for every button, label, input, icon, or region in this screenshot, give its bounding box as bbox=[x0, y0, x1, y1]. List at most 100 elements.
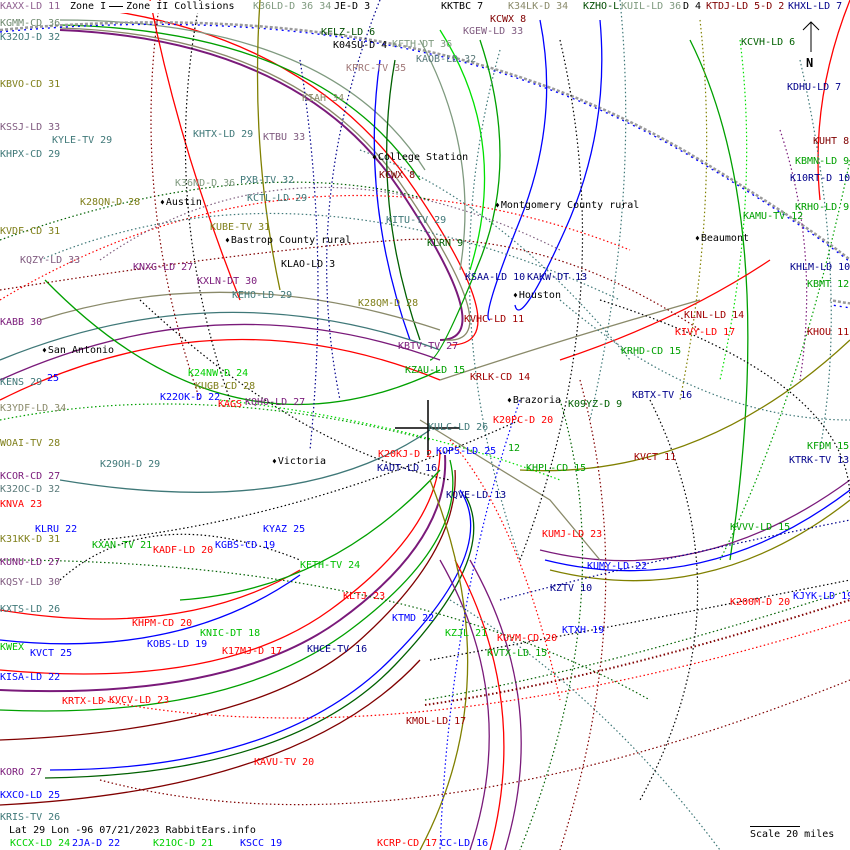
station-label: 12 bbox=[508, 443, 521, 454]
contour-line bbox=[519, 339, 850, 472]
contour-line bbox=[689, 39, 749, 561]
station-label: JE-D 3 bbox=[334, 1, 371, 12]
station-label: KLTJ 23 bbox=[343, 591, 386, 602]
station-label: KNVA 23 bbox=[0, 499, 43, 510]
station-label: KUBE-TV 31 bbox=[210, 222, 271, 233]
contour-line bbox=[424, 599, 850, 706]
station-label: KAMU-TV 12 bbox=[743, 211, 804, 222]
scale-label: Scale 20 miles bbox=[750, 829, 835, 840]
contour-line bbox=[99, 419, 521, 541]
station-label: KPRC-TV 35 bbox=[346, 63, 407, 74]
station-label: KZTV 10 bbox=[550, 583, 593, 594]
city-marker: San Antonio bbox=[42, 345, 114, 357]
contour-line bbox=[150, 0, 201, 401]
contour-line bbox=[0, 403, 431, 441]
contour-line bbox=[386, 59, 421, 341]
station-label: KULC-LD 26 bbox=[428, 422, 489, 433]
station-label: KRTX-LD bbox=[62, 696, 105, 707]
station-label: KLAO-LD 3 bbox=[281, 259, 336, 270]
station-label: KNXG-LD 27 bbox=[133, 262, 194, 273]
station-label: KUMY-LD 22 bbox=[587, 561, 648, 572]
station-label: K32OC-D 32 bbox=[0, 484, 61, 495]
contour-line bbox=[419, 419, 601, 561]
contour-line bbox=[0, 311, 441, 361]
station-label: KADT-LD 16 bbox=[377, 463, 438, 474]
station-label: KLNL-LD 14 bbox=[684, 310, 745, 321]
station-label: KFLZ-LD 6 bbox=[321, 27, 376, 38]
contour-line bbox=[799, 59, 832, 451]
station-label: KTMD 22 bbox=[392, 613, 435, 624]
contour-line bbox=[44, 279, 441, 406]
station-label: K28QN-D 28 bbox=[80, 197, 141, 208]
station-label: KFTH-DT 36 bbox=[392, 39, 453, 50]
station-label: KXCO-LD 25 bbox=[0, 790, 61, 801]
contour-line bbox=[439, 299, 701, 381]
station-label: K36LD-D 36 34 bbox=[253, 1, 332, 12]
station-label: KAGS bbox=[218, 399, 243, 410]
station-label: WOAI-TV 28 bbox=[0, 438, 61, 449]
contour-line bbox=[519, 39, 584, 561]
contour-line bbox=[779, 129, 808, 381]
station-label: K17MJ-D 17 bbox=[222, 646, 283, 657]
station-label: KSCC 19 bbox=[240, 838, 283, 849]
legend-zone2: Zone II Collisions bbox=[126, 1, 235, 12]
station-label: KBTV-TV 27 bbox=[398, 341, 459, 352]
station-label: KORO 27 bbox=[0, 767, 43, 778]
contour-line bbox=[299, 59, 319, 451]
station-label: KQVE-LD 13 bbox=[446, 490, 507, 501]
station-label: KADF-LD 20 bbox=[153, 545, 214, 556]
station-label: KBMN-LD 9 bbox=[795, 156, 850, 167]
station-label: KAVU-TV 20 bbox=[254, 757, 315, 768]
station-label: KOBS-LD 19 bbox=[147, 639, 208, 650]
station-label: KZJL 21 bbox=[445, 628, 488, 639]
station-label: KVDF-CD 31 bbox=[0, 226, 61, 237]
station-label: KISA-LD 22 bbox=[0, 672, 61, 683]
contour-line bbox=[139, 299, 451, 481]
station-label: KSSJ-LD 33 bbox=[0, 122, 61, 133]
city-marker: Montgomery County rural bbox=[495, 200, 639, 212]
contour-line bbox=[179, 469, 441, 601]
station-label: D 4 bbox=[683, 1, 702, 12]
station-label: KLRU 22 bbox=[35, 524, 78, 535]
contour-line bbox=[719, 39, 748, 381]
contour-line bbox=[0, 469, 456, 741]
center-crosshair bbox=[395, 400, 460, 455]
station-label: K28QM-D 28 bbox=[358, 298, 419, 309]
station-label: KTDJ-LD 5-D 2 bbox=[706, 1, 785, 12]
station-label: K29OH-D 29 bbox=[100, 459, 161, 470]
station-label: KITU-TV 29 bbox=[386, 215, 447, 226]
contour-line bbox=[0, 338, 441, 401]
station-label: KSAA-LD 10 bbox=[465, 272, 526, 283]
station-label: K21OC-D 21 bbox=[153, 838, 214, 849]
contour-line bbox=[326, 0, 381, 401]
contour-line bbox=[439, 559, 490, 850]
station-label: KZHO-L bbox=[583, 1, 620, 12]
contour-line bbox=[0, 574, 301, 645]
station-label: 2JA-D 22 bbox=[72, 838, 121, 849]
city-marker: College Station bbox=[372, 152, 468, 164]
contour-line bbox=[0, 454, 447, 693]
station-label: KZAU-LD 15 bbox=[405, 365, 466, 376]
station-label: KVHC-LD 11 bbox=[464, 314, 525, 325]
contour-line bbox=[0, 23, 850, 309]
station-label: KGMM-CD 36 bbox=[0, 18, 61, 29]
station-label: KHTX-LD 29 bbox=[193, 129, 254, 140]
station-label: KHLM-LD 10 bbox=[790, 262, 850, 273]
station-label: KXAN-TV 21 bbox=[92, 540, 153, 551]
contour-line bbox=[373, 59, 411, 341]
station-label: KNIC-DT 18 bbox=[200, 628, 261, 639]
city-marker: Austin bbox=[160, 197, 202, 209]
station-label: KBMT 12 bbox=[807, 279, 850, 290]
contour-line bbox=[0, 194, 631, 301]
contour-line bbox=[0, 449, 441, 675]
station-label: KRIS-TV 26 bbox=[0, 812, 61, 823]
contour-line bbox=[514, 19, 603, 311]
station-label: KYLE-TV 29 bbox=[52, 135, 113, 146]
station-label: KVCV-LD 23 bbox=[109, 695, 170, 706]
contour-line bbox=[0, 459, 454, 712]
station-label: K04SU-D 4 bbox=[333, 40, 388, 51]
station-label: PXB-TV 32 bbox=[240, 175, 295, 186]
station-label: K20KJ-D 2 bbox=[378, 449, 433, 460]
